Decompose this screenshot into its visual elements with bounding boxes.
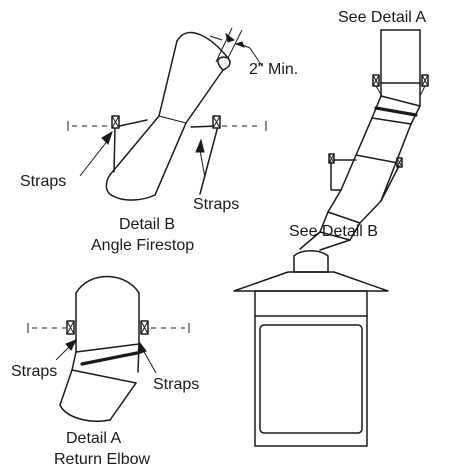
main-assembly-drawing [233, 29, 429, 447]
angled-pipe-left [340, 117, 373, 191]
detail-b-title: Detail B [119, 216, 175, 233]
detail-b-strap-left-line [114, 119, 148, 128]
strap-bracket-icon [372, 74, 380, 87]
detail-a-title: Detail A [66, 430, 121, 447]
two-inch-clearance-marker [209, 27, 263, 67]
detail-b-drawing [67, 27, 267, 201]
see-detail-a-label: See Detail A [338, 9, 426, 26]
detail-b-subtitle: Angle Firestop [91, 237, 194, 254]
detail-b-plate-left [113, 126, 116, 173]
detail-a-subtitle: Return Elbow [54, 451, 150, 468]
straps-label-a-right: Straps [153, 376, 199, 393]
detail-a-joint [75, 343, 140, 353]
strap-bracket-icon [212, 115, 221, 129]
straps-label-a-left: Straps [11, 363, 57, 380]
detail-a-seam [80, 351, 139, 366]
elbow-left [371, 82, 382, 119]
detail-a-pipe-bottom [59, 404, 111, 422]
leader-arrow-icon [55, 339, 78, 361]
strap-bracket-icon [111, 115, 120, 129]
strap-bracket-icon [396, 157, 403, 168]
elbow-seam [374, 106, 418, 117]
detail-b-plate-right [199, 125, 219, 195]
angled-pipe-joint [355, 154, 399, 164]
strap-bracket-icon [66, 320, 75, 335]
detail-a-pipe-top [75, 275, 140, 294]
leader-arrow-icon [195, 138, 206, 179]
detail-b-upper-pipe [158, 31, 231, 124]
strap-bracket-icon [140, 320, 149, 335]
stove-body [233, 271, 389, 447]
straps-label-b-right: Straps [193, 196, 239, 213]
strap-bracket-icon [421, 74, 429, 87]
straps-label-b-left: Straps [20, 173, 66, 190]
leader-arrow-icon [137, 340, 157, 374]
detail-b-joint-line [158, 115, 187, 124]
see-detail-b-label: See Detail B [289, 223, 378, 240]
detail-b-lower-pipe [105, 115, 187, 201]
detail-a-drawing [27, 275, 190, 422]
two-inch-min-label: 2" Min. [249, 61, 298, 78]
leader-arrow-icon [79, 130, 113, 177]
